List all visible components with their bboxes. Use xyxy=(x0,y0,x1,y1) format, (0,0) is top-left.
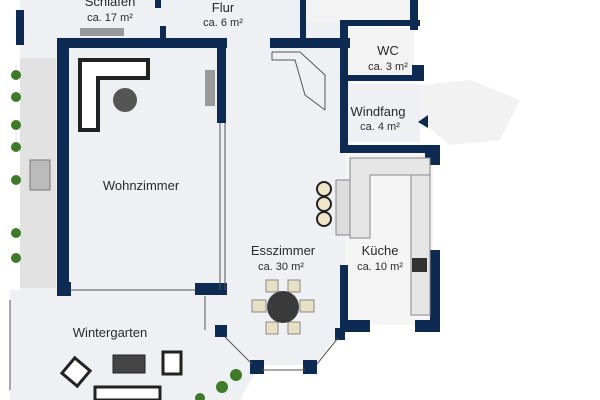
terrace-table xyxy=(29,159,51,191)
room-area-windfang: ca. 4 m² xyxy=(360,121,400,133)
stove-icon xyxy=(412,258,427,272)
room-name-kueche: Küche xyxy=(362,243,399,258)
wintergarden-table xyxy=(112,354,146,374)
room-labels: Schlafen ca. 17 m² Flur ca. 6 m² WC ca. … xyxy=(73,0,408,340)
room-name-wc: WC xyxy=(377,43,399,58)
room-area-esszimmer: ca. 30 m² xyxy=(258,261,304,273)
plants xyxy=(11,70,242,400)
room-name-esszimmer: Esszimmer xyxy=(251,243,316,258)
room-area-wc: ca. 3 m² xyxy=(368,61,408,73)
furniture xyxy=(29,28,431,400)
room-area-kueche: ca. 10 m² xyxy=(357,261,403,273)
room-name-wohnzimmer: Wohnzimmer xyxy=(103,178,180,193)
entrance-arrow-icon xyxy=(418,115,428,128)
sofa xyxy=(78,58,150,132)
room-name-schlafen: Schlafen xyxy=(85,0,136,9)
room-name-windfang: Windfang xyxy=(351,104,406,119)
room-area-schlafen: ca. 17 m² xyxy=(87,12,133,24)
tv-cabinet xyxy=(205,70,215,106)
partition-lines xyxy=(9,51,339,390)
walls xyxy=(16,0,440,374)
coffee-table xyxy=(113,88,137,112)
bed-end xyxy=(80,28,124,36)
room-area-flur: ca. 6 m² xyxy=(203,17,243,29)
room-name-wintergarten: Wintergarten xyxy=(73,325,147,340)
kitchen-counter xyxy=(349,157,431,239)
dining-table xyxy=(251,279,315,335)
room-name-flur: Flur xyxy=(212,0,235,15)
